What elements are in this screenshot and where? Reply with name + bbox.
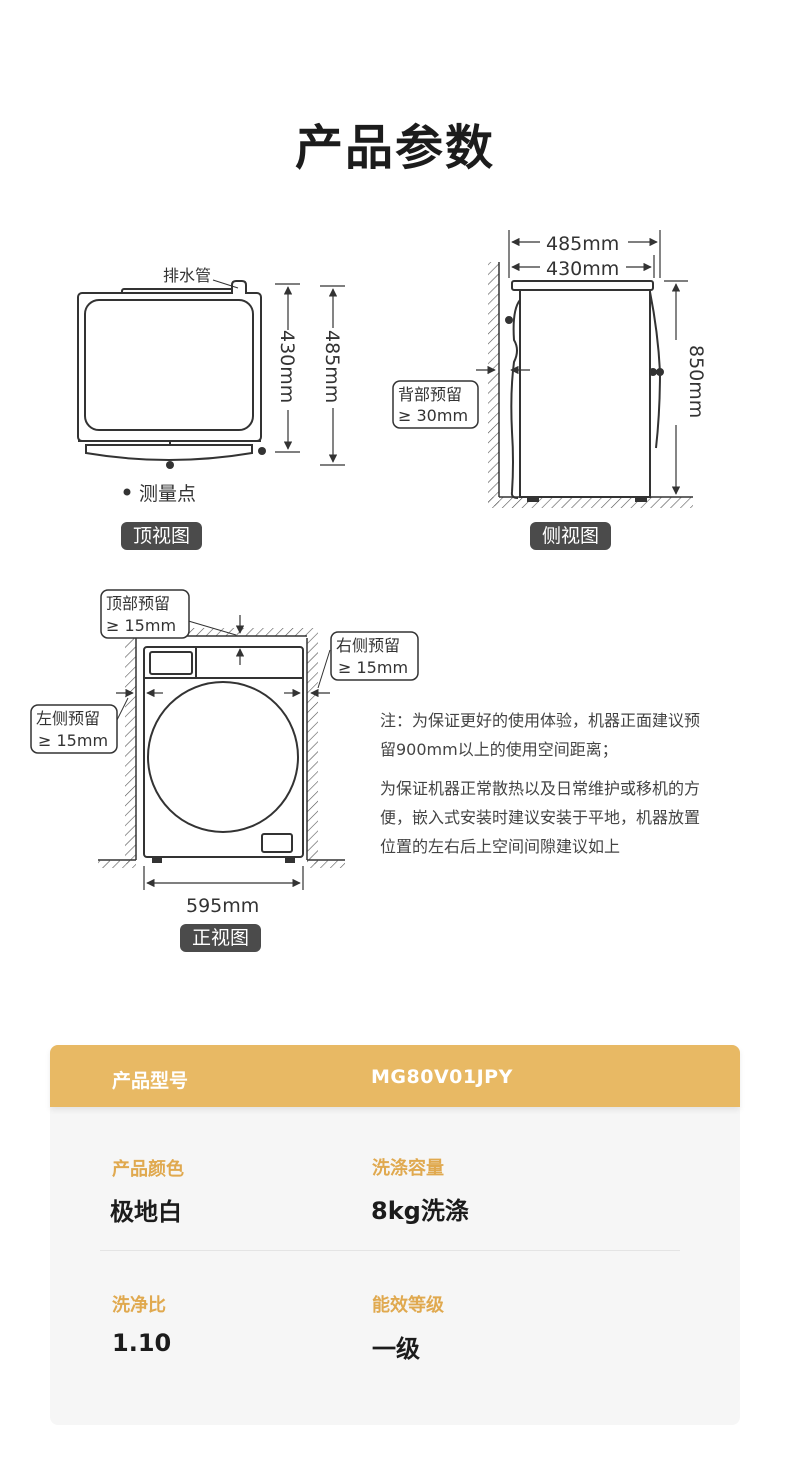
back-clearance-callout [392,380,479,429]
left-clearance-value: ≥ 15mm [38,731,108,750]
page-title: 产品参数 [294,120,495,176]
measure-point-label: 测量点 [139,483,196,505]
capacity-value: 8kg洗涤 [371,1197,469,1225]
top-clearance-callout [100,589,190,639]
top-dim-430: 430mm [276,330,298,403]
side-dim-430: 430mm [546,258,619,280]
left-clearance-title: 左侧预留 [36,709,100,728]
capacity-label: 洗涤容量 [372,1158,444,1179]
front-dim-595: 595mm [186,895,259,917]
note-line-3: 为保证机器正常散热以及日常维护或移机的方 [380,779,701,798]
right-clearance-title: 右侧预留 [336,636,400,655]
drain-leader-line [212,279,239,289]
front-view-tag: 正视图 [180,924,262,952]
top-view-dims [275,283,345,466]
note-line-1: 注：为保证更好的使用体验，机器正面建议预 [380,711,701,730]
note-line-2: 留900mm以上的使用空间距离； [380,740,618,759]
back-clearance-title: 背部预留 [398,385,462,404]
top-clearance-value: ≥ 15mm [106,616,176,635]
right-clearance-value: ≥ 15mm [338,658,408,677]
energy-value: 一级 [372,1335,420,1363]
side-view-dims [476,230,688,495]
color-label: 产品颜色 [112,1159,184,1180]
spec-panel [50,1045,740,1425]
top-view-drawing [77,280,262,461]
top-view-tag: 顶视图 [121,522,203,550]
wash-ratio-label: 洗净比 [112,1295,166,1316]
side-view-machine [505,280,664,502]
color-value: 极地白 [110,1198,182,1226]
dimension-diagrams: 排水管 430mm 485mm 测量点 [30,230,707,917]
side-view-tag: 侧视图 [530,522,612,550]
note-line-4: 便，嵌入式安装时建议安装于平地，机器放置 [380,808,701,827]
top-measure-dot [258,447,266,455]
drain-pipe-label: 排水管 [163,266,211,285]
model-value: MG80V01JPY [371,1066,513,1088]
back-clearance-value: ≥ 30mm [398,406,468,425]
front-measure-dot [166,461,174,469]
top-clearance-title: 顶部预留 [106,594,170,613]
front-view-dims [116,615,331,890]
model-label: 产品型号 [112,1070,189,1092]
right-clearance-callout [330,631,419,681]
spec-divider [100,1250,680,1251]
energy-label: 能效等级 [372,1295,444,1316]
top-dim-485: 485mm [321,330,343,403]
spec-header-bar [50,1045,740,1107]
note-line-5: 位置的左右后上空间间隙建议如上 [380,837,621,856]
side-dim-485: 485mm [546,233,619,255]
side-dim-850: 850mm [685,345,707,418]
wash-ratio-value: 1.10 [112,1329,172,1357]
measure-point-bullet [123,488,131,496]
left-clearance-callout [30,704,118,754]
front-view-walls [98,628,345,868]
front-view-machine [143,646,304,863]
